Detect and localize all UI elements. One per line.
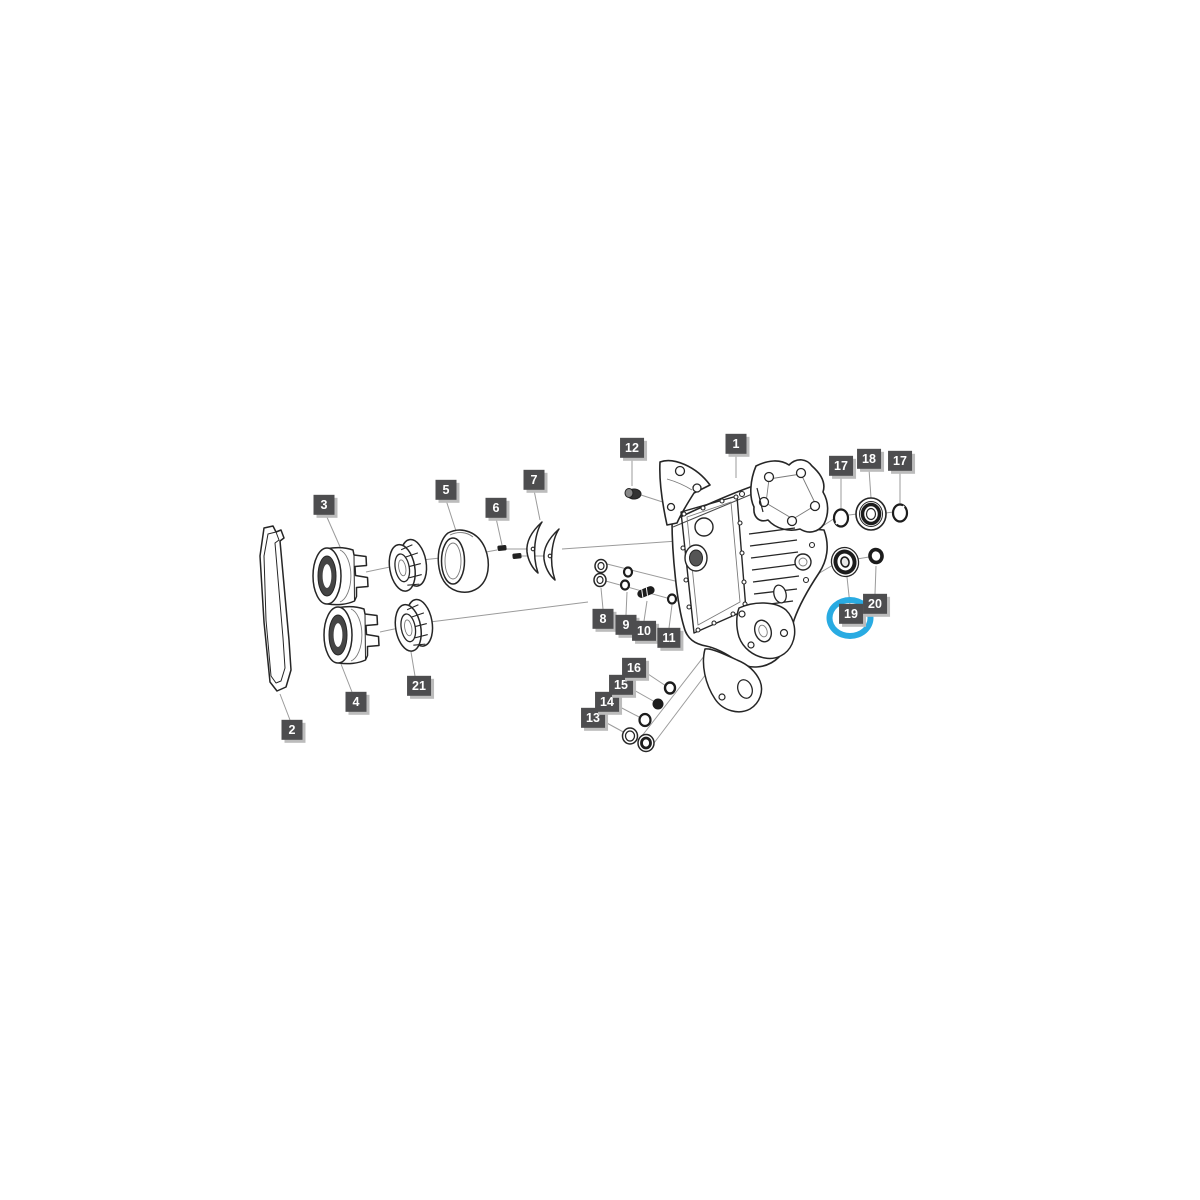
part-label-3[interactable]: 3 [313, 494, 335, 516]
part-label-5[interactable]: 5 [435, 479, 457, 501]
part-label-8[interactable]: 8 [592, 608, 614, 630]
part-label-10[interactable]: 10 [632, 620, 656, 642]
part-label-20[interactable]: 20 [863, 593, 887, 615]
part-label-14[interactable]: 14 [595, 691, 619, 713]
plug-set-drawing [621, 681, 677, 753]
part-label-19-highlighted[interactable]: 19 [839, 603, 863, 625]
clutch-drum-4 [323, 605, 380, 665]
part-label-18[interactable]: 18 [857, 448, 881, 470]
bearing-21-drawing [390, 596, 438, 654]
part-label-9[interactable]: 9 [615, 614, 637, 636]
part-label-21[interactable]: 21 [407, 675, 431, 697]
highlight-ring [826, 597, 874, 639]
part-label-17-right[interactable]: 17 [888, 450, 912, 472]
thrust-plates-drawing [526, 521, 560, 581]
clutch-drum-3 [312, 546, 369, 606]
seal-oring-drawing [830, 546, 884, 578]
part-label-12[interactable]: 12 [620, 437, 644, 459]
housing-drawing [659, 459, 829, 713]
part-label-4[interactable]: 4 [345, 691, 367, 713]
part-label-7[interactable]: 7 [523, 469, 545, 491]
part-label-15[interactable]: 15 [609, 674, 633, 696]
part-label-13[interactable]: 13 [581, 707, 605, 729]
part-label-2[interactable]: 2 [281, 719, 303, 741]
snap-ring-bearing-drawing [832, 497, 909, 531]
pin-screws-drawing [497, 544, 522, 560]
part-label-16[interactable]: 16 [622, 657, 646, 679]
part-label-11[interactable]: 11 [657, 627, 681, 649]
nut-12-drawing [624, 488, 642, 500]
cover-dome-drawing [437, 529, 490, 593]
gasket-drawing [259, 525, 292, 692]
part-label-1[interactable]: 1 [725, 433, 747, 455]
detent-set-drawing [593, 558, 678, 605]
leader-lines [279, 454, 901, 748]
bearing-upper-drawing [384, 536, 432, 594]
part-label-6[interactable]: 6 [485, 497, 507, 519]
part-label-17-left[interactable]: 17 [829, 455, 853, 477]
